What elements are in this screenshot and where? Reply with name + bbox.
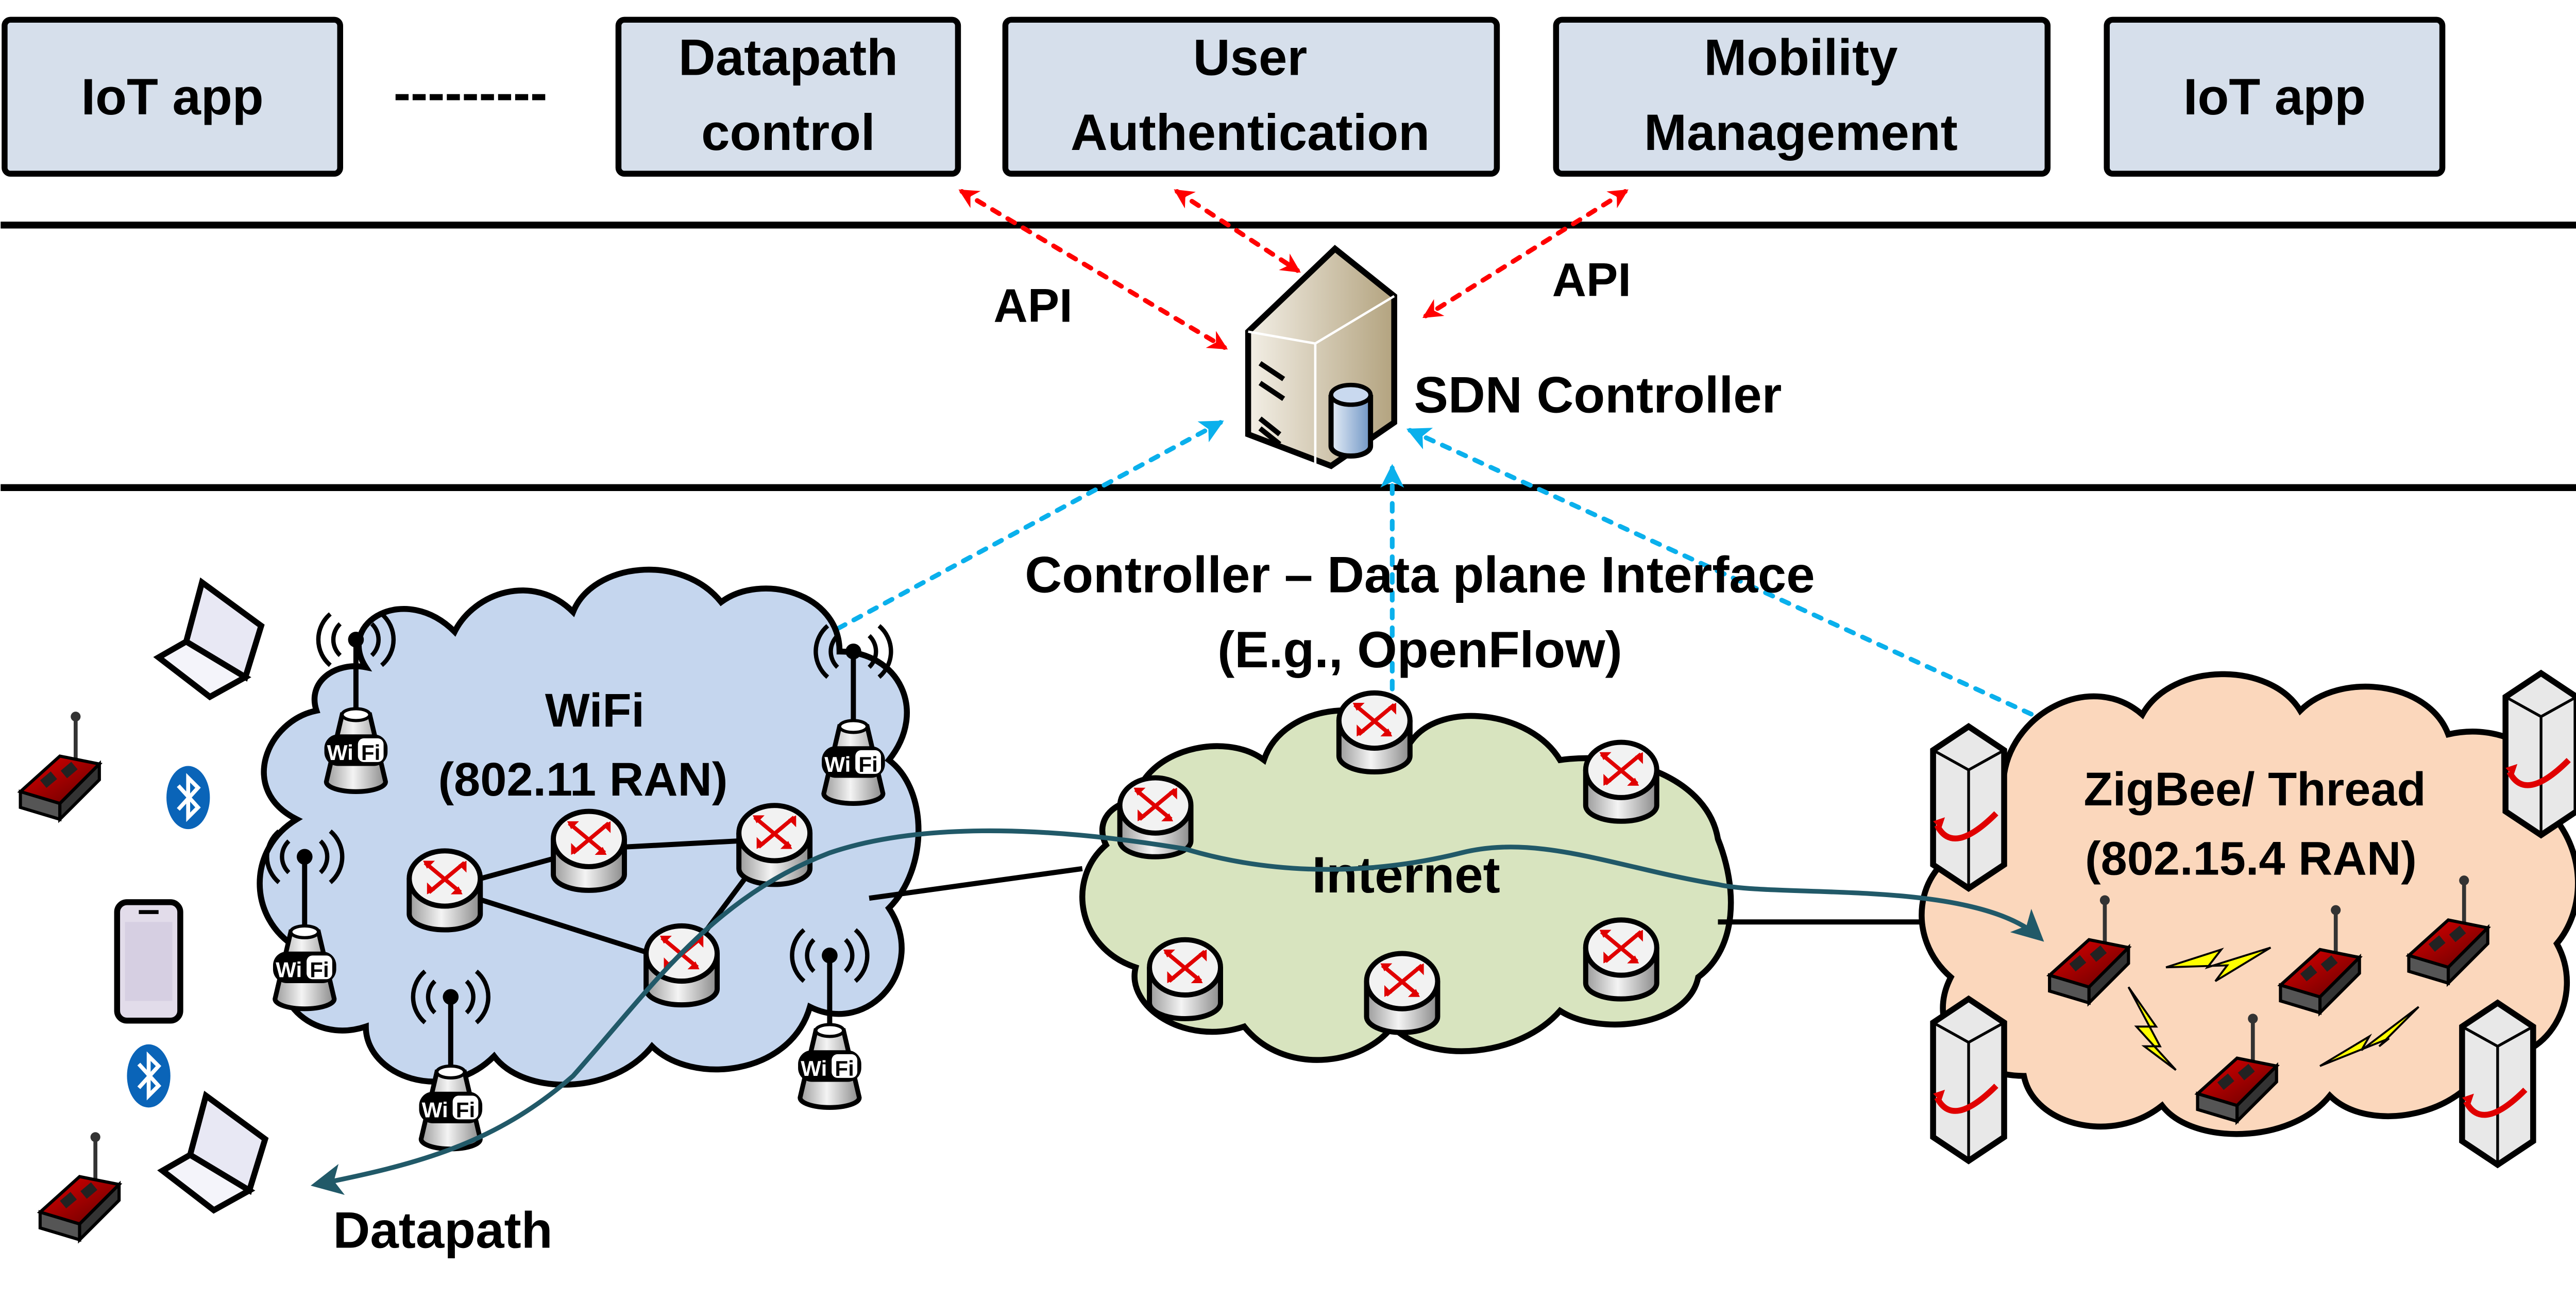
router-icon — [1149, 940, 1221, 1019]
router-icon — [646, 926, 717, 1005]
gateway-tower-icon — [1933, 999, 2004, 1161]
iot-sensor-icon — [40, 1132, 119, 1240]
smartphone-icon — [114, 899, 183, 1024]
app-box-iot-app-left[interactable]: IoT app — [2, 16, 343, 177]
app-box-label: Authentication — [1071, 104, 1430, 161]
app-box-user-authentication[interactable]: User Authentication — [1002, 16, 1500, 177]
wifi-cloud-sublabel: (802.11 RAN) — [438, 753, 727, 806]
laptop-icon — [162, 1095, 265, 1210]
api-arrows: API API — [958, 189, 1631, 350]
api-label-right: API — [1552, 254, 1631, 307]
sdn-controller[interactable] — [1245, 245, 1397, 469]
laptop-icon — [159, 582, 261, 697]
gateway-tower-icon — [1933, 727, 2004, 888]
zigbee-cloud[interactable]: ZigBee/ Thread (802.15.4 RAN) — [1919, 673, 2576, 1165]
control-arrow-zigbee — [1406, 428, 2166, 777]
bluetooth-icon — [127, 1044, 170, 1108]
sdn-controller-label: SDN Controller — [1414, 367, 1782, 424]
datapath-flow-arrow — [310, 828, 2044, 1195]
wifi-cloud-label: WiFi — [545, 684, 645, 737]
app-box-label: control — [701, 104, 875, 161]
wireless-link-icons — [2127, 947, 2419, 1071]
router-icon — [409, 851, 480, 930]
api-label-left: API — [993, 280, 1072, 332]
gateway-tower-icon — [2505, 673, 2576, 835]
app-box-iot-app-right[interactable]: IoT app — [2104, 16, 2446, 177]
app-box-label: Management — [1644, 104, 1958, 161]
app-box-label: Datapath — [679, 29, 898, 87]
app-box-mobility-management[interactable]: Mobility Management — [1553, 16, 2051, 177]
database-icon — [1328, 382, 1374, 459]
router-icon — [739, 805, 810, 884]
api-arrow-mobility-management — [1422, 189, 1629, 318]
gateway-tower-icon — [2462, 1003, 2533, 1165]
internet-cloud-label: Internet — [1312, 847, 1500, 904]
router-icon — [1586, 920, 1657, 999]
app-box-datapath-control[interactable]: Datapath control — [615, 16, 961, 177]
zigbee-cloud-sublabel: (802.15.4 RAN) — [2085, 832, 2417, 885]
router-icon — [553, 812, 624, 890]
router-icon — [1339, 693, 1410, 772]
app-box-label: Mobility — [1704, 29, 1897, 87]
app-ellipsis: --------- — [394, 65, 548, 122]
router-icon — [1367, 954, 1438, 1033]
datapath-label: Datapath — [333, 1202, 552, 1259]
interface-label: Controller – Data plane Interface — [1025, 546, 1815, 603]
zigbee-cloud-label: ZigBee/ Thread — [2084, 763, 2426, 816]
app-box-label: User — [1193, 29, 1308, 87]
router-icon — [1586, 743, 1657, 821]
interface-sublabel: (E.g., OpenFlow) — [1217, 621, 1622, 679]
wifi-cloud[interactable]: WiFi (802.11 RAN) — [257, 566, 1083, 1149]
api-arrow-user-authentication — [1174, 189, 1301, 273]
iot-sensor-icon — [21, 712, 99, 819]
app-box-label: IoT app — [2183, 69, 2366, 126]
application-layer: IoT app --------- Datapath control User … — [2, 16, 2446, 177]
bluetooth-icon — [166, 766, 210, 830]
end-devices — [21, 582, 265, 1240]
api-arrow-datapath-control — [958, 189, 1228, 350]
internet-cloud[interactable]: Internet — [1079, 693, 1955, 1063]
app-box-label: IoT app — [81, 69, 264, 126]
